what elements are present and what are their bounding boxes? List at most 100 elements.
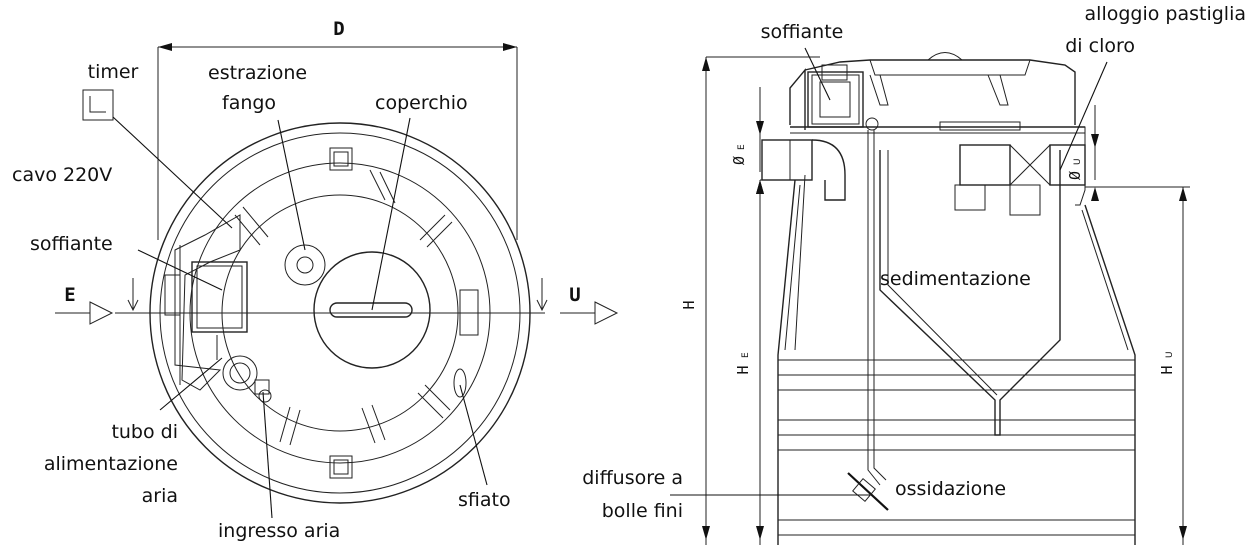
label-ossidazione: ossidazione (895, 478, 1006, 500)
inlet-elbow (811, 139, 846, 201)
dim-hu-arrow-bottom (1179, 526, 1187, 540)
side-blower-leader (804, 47, 831, 101)
label-timer: timer (88, 61, 139, 83)
sludge-extraction-cap (296, 256, 314, 274)
blower-leader (137, 249, 223, 291)
tank-wall-right (1084, 204, 1136, 545)
tank-inner-left (784, 184, 801, 351)
section-arrow-right (536, 299, 548, 312)
dim-ou-arrow-bottom (1091, 187, 1099, 201)
label-diffusore-2: bolle fini (602, 500, 683, 522)
dim-h-label: H (680, 300, 698, 309)
label-soffiante-top: soffiante (30, 233, 113, 255)
rim-valve (865, 117, 879, 131)
chlorine-housing (959, 144, 1011, 186)
label-coperchio: coperchio (375, 92, 468, 114)
label-tubo-2: alimentazione (44, 453, 178, 475)
bottom-lug (329, 455, 353, 479)
chlorine-leader (1059, 61, 1108, 171)
dim-he-subscript: E (741, 352, 751, 358)
air-inlet-valve-knob (258, 389, 272, 403)
chlorine-tablet-box (1009, 184, 1041, 216)
vent (453, 368, 467, 398)
dim-oe-label: Ø (730, 156, 748, 165)
sedimentation-cone-inner (887, 150, 998, 396)
side-view: H H E Ø E H U Ø U (582, 3, 1246, 545)
bubble-diffuser (847, 472, 889, 511)
label-ingresso-aria: ingresso aria (218, 520, 340, 542)
sludge-leader (277, 119, 306, 251)
dim-hu-arrow-top (1179, 187, 1187, 201)
lid-handle (927, 52, 963, 61)
label-estrazione-1: estrazione (208, 62, 307, 84)
timer-leader (112, 116, 233, 229)
dim-hu-subscript: U (1165, 351, 1175, 358)
air-inlet (229, 362, 251, 384)
air-inlet-ring (222, 355, 258, 391)
air-inlet-leader (262, 391, 273, 519)
label-diffusore-1: diffusore a (582, 467, 683, 489)
label-tubo-1: tubo di (111, 421, 178, 443)
top-view: D (12, 18, 619, 542)
label-tubo-3: aria (142, 485, 178, 507)
top-lug (329, 147, 353, 171)
blower-housing-left (789, 68, 806, 130)
sedimentation-cone (879, 150, 1061, 436)
inlet-pipe (761, 139, 813, 181)
tank-ribs (778, 359, 1135, 536)
dim-he-arrow-bottom (756, 526, 764, 540)
blower-box-inner (196, 265, 243, 329)
lid-top (869, 59, 1031, 76)
dim-h-arrow-top (702, 57, 710, 71)
lid-rib-right (987, 74, 1009, 106)
blower-top-block (821, 64, 848, 81)
label-alloggio-2: di cloro (1065, 35, 1135, 57)
outlet-label: U (569, 284, 580, 306)
dim-he-label: H (734, 365, 752, 374)
cover (313, 251, 431, 369)
air-pipe-vertical (867, 130, 881, 486)
air-pipe-vertical-2 (873, 130, 887, 481)
air-pipe-leader (159, 357, 223, 411)
outlet-flow-arrow (594, 301, 619, 325)
inlet-stub (164, 274, 181, 316)
section-arrow-left (127, 299, 139, 312)
blower-housing-inner (811, 74, 860, 125)
radial-ribs (234, 169, 453, 446)
outlet-support (954, 184, 986, 211)
tank-wall-left (777, 179, 796, 545)
label-soffiante-side: soffiante (761, 21, 844, 43)
tank-inner-left-2 (794, 174, 806, 351)
dim-oe-subscript: E (737, 144, 747, 150)
inlet-flow-arrow (89, 301, 114, 325)
sludge-extraction-port (284, 244, 326, 286)
label-sedimentazione: sedimentazione (880, 268, 1031, 290)
label-sfiato: sfiato (458, 489, 511, 511)
cover-handle (329, 302, 413, 318)
inlet-label: E (64, 284, 75, 306)
timer-icon (82, 89, 114, 121)
dim-d-arrow-left (158, 43, 172, 51)
dim-d-label: D (333, 18, 344, 40)
label-estrazione-2: fango (222, 92, 276, 114)
tank-inner-right (1081, 209, 1129, 351)
blower-box (191, 261, 248, 333)
dim-oe-arrow-top (756, 121, 764, 135)
lid-rib-left (869, 74, 889, 106)
outlet-flange (1075, 126, 1086, 206)
cover-leader (371, 117, 411, 311)
dim-ou-label: Ø (1066, 171, 1084, 180)
rim-block (939, 121, 1021, 131)
timer-icon-hands (89, 96, 106, 113)
blower-unit (819, 81, 851, 118)
top-lug-inner (333, 151, 349, 167)
dim-ou-subscript: U (1073, 158, 1083, 165)
label-alloggio-1: alloggio pastiglia (1085, 3, 1246, 25)
blower-compartment (174, 214, 241, 391)
vent-leader (459, 384, 488, 486)
air-inlet-valve (254, 379, 270, 395)
dim-h-arrow-bottom (702, 526, 710, 540)
dim-oe-arrow-bottom (756, 180, 764, 194)
